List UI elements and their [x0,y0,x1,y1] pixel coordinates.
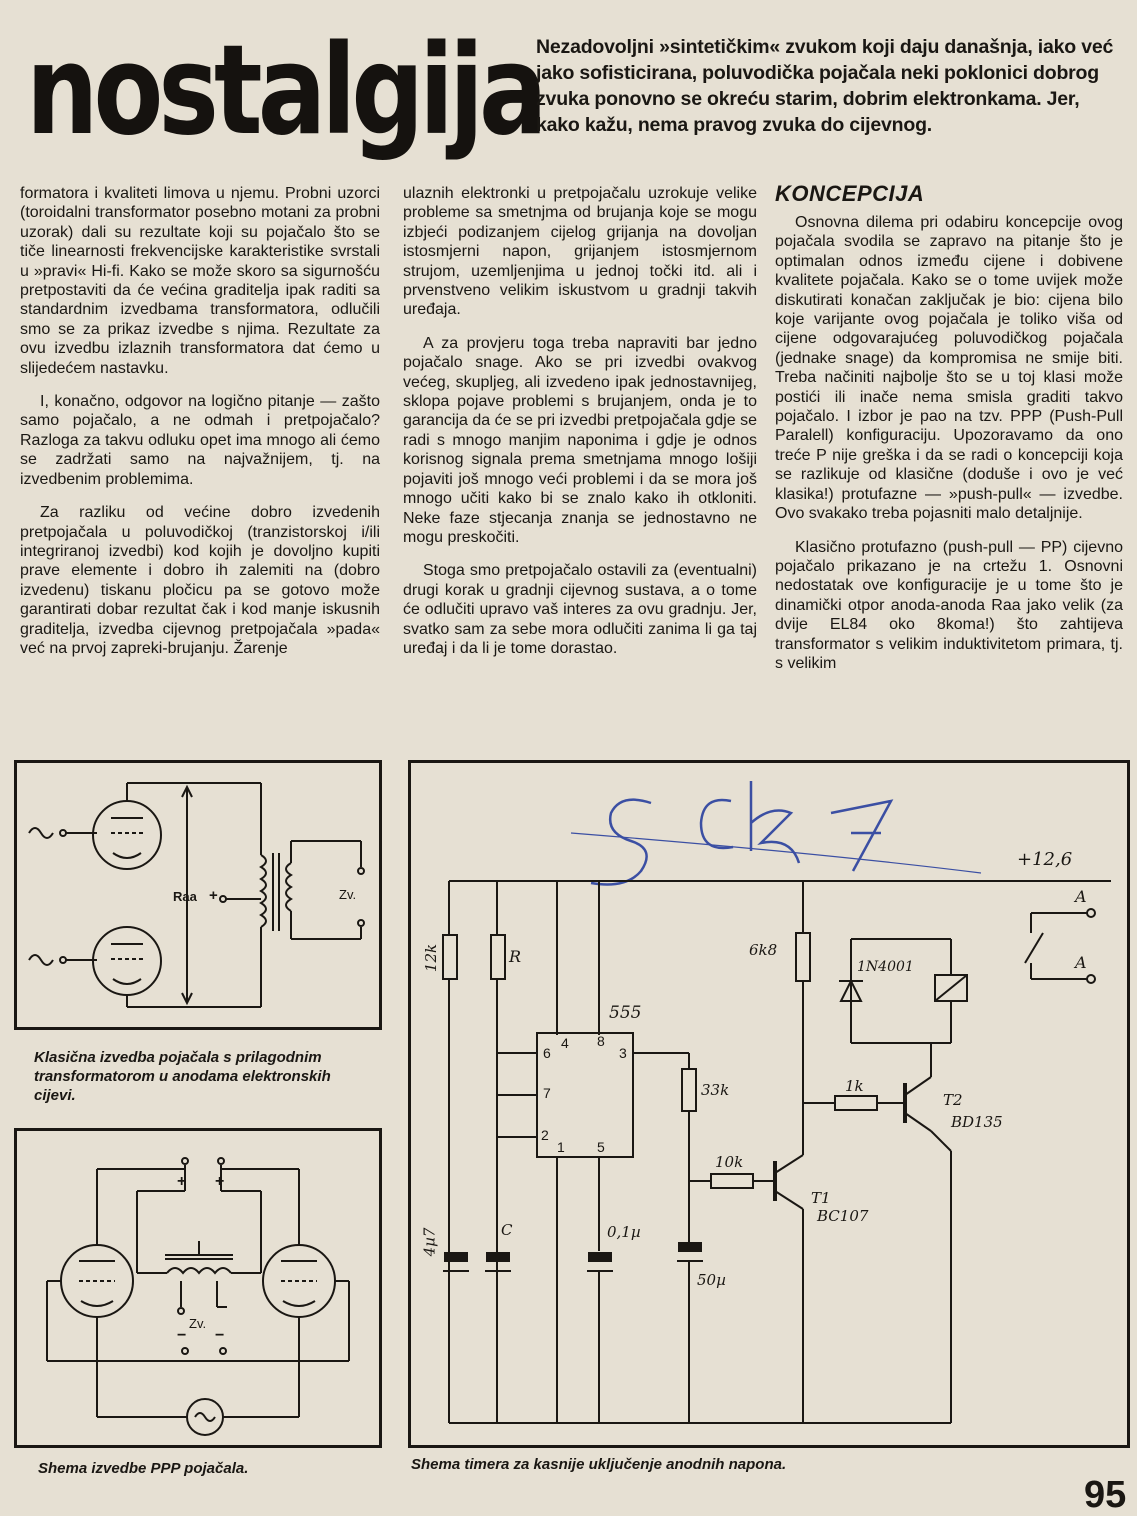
diode-icon [839,978,863,1002]
col1-paragraph-2: I, konačno, odgovor na logično pitanje —… [20,393,380,488]
figure-3-caption: Shema timera za kasnije uključenje anodn… [411,1456,787,1473]
resistor-12k-icon [442,934,458,980]
figure-3-panel: +12,6 12k R 555 4 8 6 3 7 2 1 5 33k 10k … [408,760,1130,1448]
figure-1-panel: Raa + Zv. [14,760,382,1030]
resistor-10k-icon [710,1173,754,1189]
col2-paragraph-3: Stoga smo pretpojačalo ostavili za (even… [403,562,757,657]
figure-1-caption: Klasična izvedba pojačala s prilagodnim … [34,1049,331,1104]
label-pin1: 1 [557,1139,565,1155]
handwriting-mark [590,798,652,886]
label-minus-left: − [177,1327,187,1344]
label-zv: Zv. [189,1316,207,1331]
label-plus-right: + [215,1173,225,1190]
label-c4: 50µ [697,1271,726,1289]
label-r1: 12k [422,943,441,973]
col3-paragraph-2: Klasično protufazno (push-pull — PP) cij… [775,538,1123,672]
figure-1-schematic [28,782,365,1008]
label-supply: +12,6 [1017,849,1073,870]
logo-title: nostalgija [26,19,548,163]
figure-2-caption: Shema izvedbe PPP pojačala. [38,1460,249,1477]
label-pin8: 8 [597,1033,605,1049]
resistor-r-icon [490,934,506,980]
column-2: ulaznih elektronki u pretpojačalu uzroku… [403,184,757,672]
col1-paragraph-1: formatora i kvaliteti limova u njemu. Pr… [20,185,380,377]
page-number: 95 [1084,1474,1127,1516]
label-ic: 555 [609,1003,642,1023]
input-terminal-icon [59,829,67,837]
label-zv: Zv. [339,887,357,902]
label-contact-a2: A [1075,953,1087,972]
label-contact-a1: A [1075,887,1087,906]
signal-icon [28,954,54,966]
resistor-33k-icon [681,1068,697,1112]
ac-source-icon [186,1398,224,1436]
label-raa: Raa [173,889,197,904]
label-minus-right: − [215,1327,225,1344]
label-pin2: 2 [541,1127,549,1143]
label-r2: R [509,947,522,966]
label-r4: 10k [715,1153,744,1171]
figure-2-panel: + + Zv. − − [14,1128,382,1448]
input-terminal-icon [59,956,67,964]
label-c1: 4µ7 [420,1227,439,1257]
figure-2-schematic [46,1157,350,1436]
col2-paragraph-1: ulaznih elektronki u pretpojačalu uzroku… [403,185,757,319]
section-heading: KONCEPCIJA [775,181,925,206]
label-plus-left: + [177,1173,187,1190]
column-1: formatora i kvaliteti limova u njemu. Pr… [20,184,380,672]
signal-icon [28,827,54,839]
label-r3: 33k [701,1081,730,1099]
column-3: KONCEPCIJA Osnovna dilema pri odabiru ko… [775,181,1123,687]
label-r6: 1k [845,1077,864,1095]
label-t1: T1 [811,1189,831,1207]
label-pin6: 6 [543,1045,551,1061]
label-t2: T2 [943,1091,963,1109]
label-pin5: 5 [597,1139,605,1155]
label-diode: 1N4001 [857,959,914,975]
label-t1-type: BC107 [817,1207,869,1225]
figure-3-schematic [442,781,1111,1424]
label-t2-type: BD135 [951,1113,1003,1131]
label-plus: + [209,887,218,904]
col3-paragraph-1: Osnovna dilema pri odabiru koncepcije ov… [775,214,1123,523]
label-c3: 0,1µ [607,1223,641,1241]
col2-paragraph-2: A za provjeru toga treba napraviti bar j… [403,334,757,546]
logo-box: nostalgija [12,19,548,172]
label-pin4: 4 [561,1035,569,1051]
label-pin7: 7 [543,1085,551,1101]
resistor-1k-icon [834,1095,878,1111]
col1-paragraph-3: Za razliku od većine dobro izvedenih pre… [20,504,380,657]
lead-paragraph: Nezadovoljni »sintetičkim« zvukom koji d… [536,36,1114,136]
label-r5: 6k8 [749,941,778,959]
label-pin3: 3 [619,1045,627,1061]
label-c2: C [501,1221,513,1239]
resistor-6k8-icon [795,932,811,982]
